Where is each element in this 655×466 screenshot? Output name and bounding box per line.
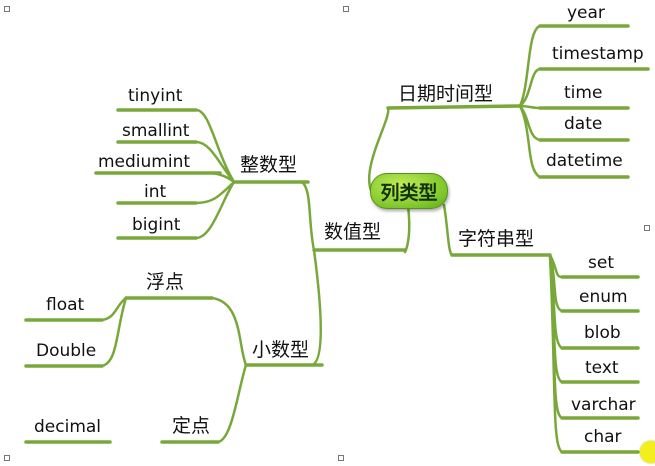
selection-handle[interactable]: [644, 225, 650, 231]
selection-handle[interactable]: [4, 455, 10, 461]
datetime-item[interactable]: timestamp: [552, 44, 644, 64]
integer-item[interactable]: mediumint: [98, 152, 191, 172]
string-item[interactable]: text: [585, 358, 619, 378]
link-root-numeric: [403, 204, 411, 254]
link-numeric-integer: [300, 180, 316, 252]
link-numeric-decimal: [310, 248, 323, 367]
branch-integer[interactable]: 整数型: [240, 154, 298, 176]
branch-string[interactable]: 字符串型: [458, 228, 535, 250]
link-decimal-float: [210, 296, 248, 367]
branch-numeric[interactable]: 数值型: [324, 221, 382, 243]
root-label: 列类型: [380, 181, 438, 204]
selection-handle[interactable]: [4, 6, 10, 12]
string-item[interactable]: char: [584, 427, 622, 447]
integer-item[interactable]: int: [144, 182, 167, 202]
float-item[interactable]: Double: [36, 341, 97, 361]
cursor-highlight-icon: [640, 441, 655, 463]
fixed-item[interactable]: decimal: [34, 417, 102, 437]
string-item[interactable]: blob: [584, 323, 621, 343]
link-root-string: [442, 203, 454, 257]
branch-decimal-types[interactable]: 小数型: [252, 339, 310, 361]
float-item[interactable]: float: [46, 295, 85, 315]
integer-item[interactable]: tinyint: [128, 86, 183, 106]
datetime-item[interactable]: time: [564, 83, 603, 103]
datetime-item[interactable]: year: [567, 3, 605, 23]
selection-handle[interactable]: [338, 455, 344, 461]
link-decimal-fixed: [216, 363, 248, 444]
selection-handle[interactable]: [343, 6, 349, 12]
integer-item[interactable]: smallint: [122, 121, 190, 141]
root-node[interactable]: 列类型: [370, 173, 448, 209]
string-item[interactable]: set: [588, 253, 614, 273]
string-item[interactable]: varchar: [571, 395, 636, 415]
integer-item[interactable]: bigint: [132, 215, 181, 235]
datetime-item[interactable]: date: [564, 114, 603, 134]
branch-float-point[interactable]: 浮点: [146, 271, 185, 293]
branch-datetime[interactable]: 日期时间型: [398, 83, 494, 105]
branch-fixed-point[interactable]: 定点: [172, 415, 211, 437]
datetime-item[interactable]: datetime: [546, 151, 623, 171]
string-item[interactable]: enum: [579, 287, 628, 307]
